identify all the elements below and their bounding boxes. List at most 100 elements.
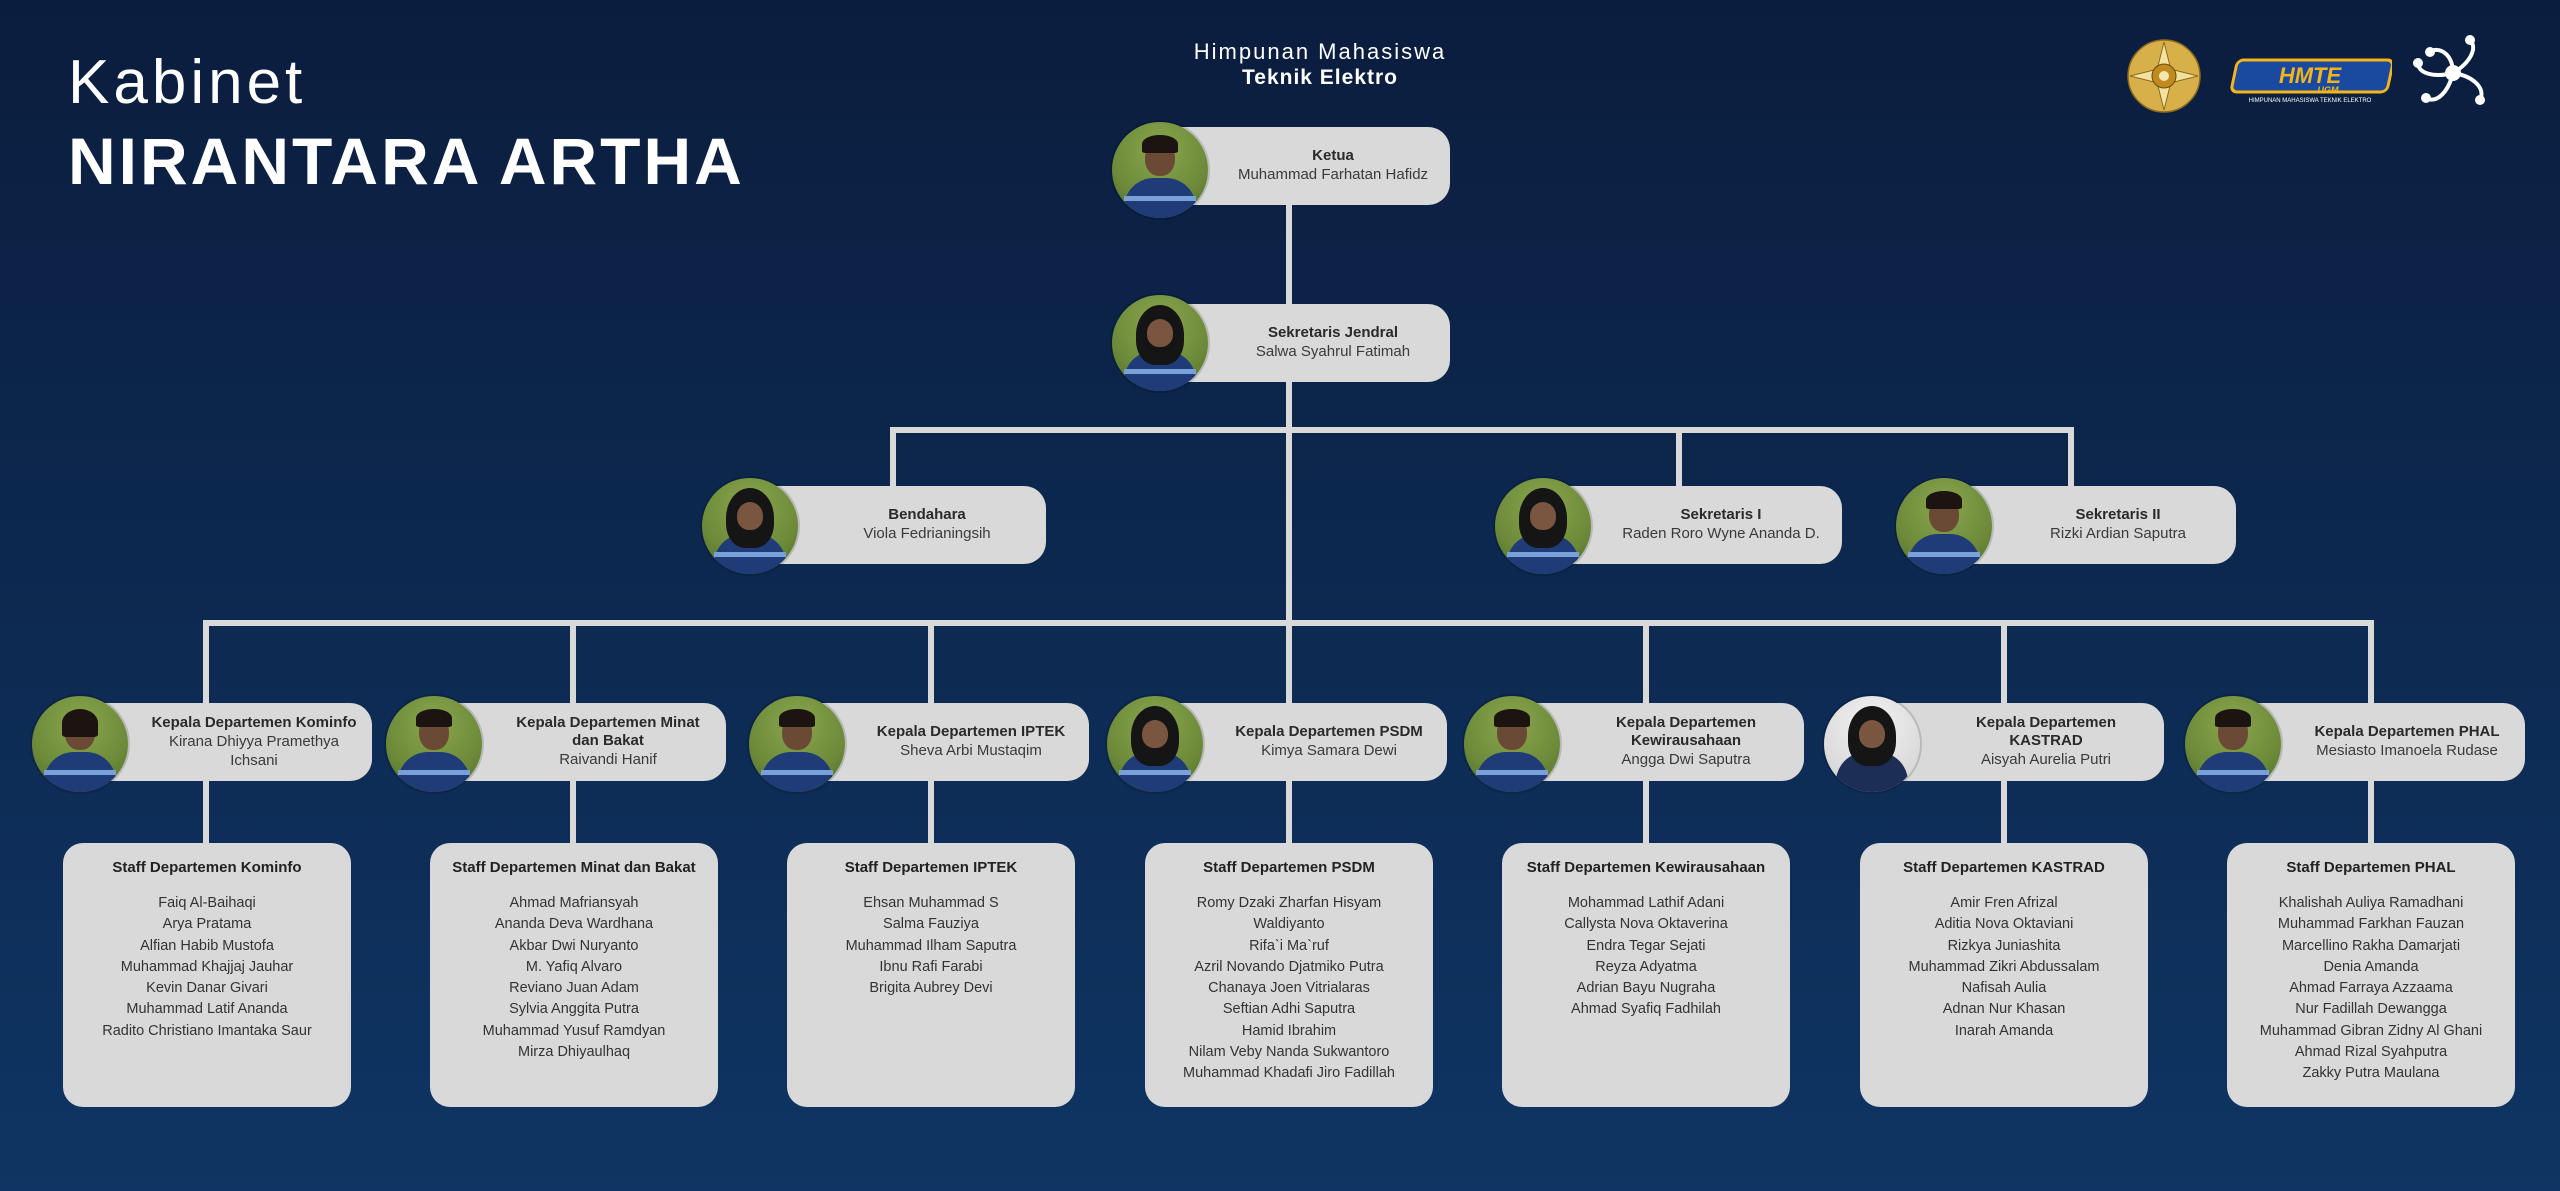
- connector-bendahara: [890, 427, 896, 487]
- staff-member: Denia Amanda: [2323, 958, 2419, 975]
- staff-member: Reviano Juan Adam: [509, 980, 639, 997]
- dept-head-role: Kepala Departemen PHAL: [2314, 723, 2500, 741]
- dept-head-avatar-kewirausahaan: [1464, 696, 1560, 792]
- staff-member: Muhammad Khadafi Jiro Fadillah: [1183, 1065, 1395, 1082]
- dept-head-card-kastrad: Kepala Departemen KASTRAD Aisyah Aurelia…: [1872, 703, 2164, 781]
- staff-card-kominfo: Staff Departemen Kominfo Faiq Al-Baihaqi…: [63, 843, 351, 1107]
- staff-member: Radito Christiano Imantaka Saur: [102, 1022, 312, 1039]
- staff-member: Adrian Bayu Nugraha: [1576, 980, 1716, 997]
- staff-card-kewirausahaan: Staff Departemen Kewirausahaan Mohammad …: [1502, 843, 1790, 1107]
- staff-member: Sylvia Anggita Putra: [509, 1001, 639, 1018]
- dept-head-avatar-psdm: [1107, 696, 1203, 792]
- staff-member: Amir Fren Afrizal: [1950, 895, 2058, 911]
- staff-card-minat-bakat: Staff Departemen Minat dan Bakat Ahmad M…: [430, 843, 718, 1107]
- staff-member: Azril Novando Djatmiko Putra: [1194, 958, 1384, 975]
- dept-head-name: Kimya Samara Dewi: [1261, 742, 1397, 760]
- staff-member: Muhammad Yusuf Ramdyan: [482, 1022, 666, 1039]
- staff-member: Reyza Adyatma: [1595, 958, 1697, 975]
- staff-member: Zakky Putra Maulana: [2302, 1065, 2440, 1082]
- ketua-avatar: [1112, 122, 1208, 218]
- staff-member: Muhammad Khajjaj Jauhar: [120, 958, 294, 975]
- staff-member: Aditia Nova Oktaviani: [1934, 916, 2074, 933]
- staff-member: Waldiyanto: [1253, 916, 1325, 933]
- staff-card-psdm: Staff Departemen PSDM Romy Dzaki Zharfan…: [1145, 843, 1433, 1107]
- staff-member: Mirza Dhiyaulhaq: [517, 1044, 631, 1061]
- staff-title: Staff Departemen Kominfo: [112, 859, 302, 876]
- staff-card-kastrad: Staff Departemen KASTRAD Amir Fren Afriz…: [1860, 843, 2148, 1107]
- staff-member: Muhammad Farkhan Fauzan: [2277, 916, 2465, 933]
- staff-member: Khalishah Auliya Ramadhani: [2278, 895, 2464, 911]
- ketua-role: Ketua: [1312, 147, 1354, 165]
- hmte-logo-text: HMTE: [2279, 63, 2343, 88]
- staff-member: Ahmad Rizal Syahputra: [2294, 1044, 2448, 1061]
- staff-title: Staff Departemen IPTEK: [844, 859, 1018, 876]
- staff-member: Ahmad Syafiq Fadhilah: [1571, 1001, 1721, 1018]
- staff-card-phal: Staff Departemen PHAL Khalishah Auliya R…: [2227, 843, 2515, 1107]
- staff-member: Callysta Nova Oktaverina: [1564, 916, 1728, 933]
- staff-member: Inarah Amanda: [1954, 1022, 2054, 1039]
- sekretaris1-name: Raden Roro Wyne Ananda D.: [1622, 525, 1820, 543]
- sekretaris2-card: Sekretaris II Rizki Ardian Saputra: [1944, 486, 2236, 564]
- sekjen-role: Sekretaris Jendral: [1267, 324, 1399, 342]
- staff-member: Chanaya Joen Vitrialaras: [1208, 980, 1370, 997]
- dept-head-avatar-kominfo: [32, 696, 128, 792]
- bendahara-avatar: [702, 478, 798, 574]
- ketua-card: Ketua Muhammad Farhatan Hafidz: [1160, 127, 1450, 205]
- dept-head-card-minat-bakat: Kepala Departemen Minat dan Bakat Raivan…: [434, 703, 726, 781]
- staff-member: Ahmad Farraya Azzaama: [2289, 980, 2453, 997]
- staff-title: Staff Departemen Kewirausahaan: [1526, 859, 1766, 876]
- staff-member: Ibnu Rafi Farabi: [879, 958, 983, 975]
- staff-member: Adnan Nur Khasan: [1942, 1001, 2066, 1018]
- sekretaris2-role: Sekretaris II: [2075, 506, 2161, 524]
- staff-member: Muhammad Gibran Zidny Al Ghani: [2259, 1022, 2483, 1039]
- dept-head-name: Aisyah Aurelia Putri: [1980, 751, 2112, 769]
- dept-head-avatar-kastrad: [1824, 696, 1920, 792]
- staff-member: Ahmad Mafriansyah: [509, 895, 639, 911]
- dept-head-card-psdm: Kepala Departemen PSDM Kimya Samara Dewi: [1155, 703, 1447, 781]
- staff-member: Rizkya Juniashita: [1947, 937, 2061, 954]
- dept-head-card-kominfo: Kepala Departemen Kominfo Kirana Dhiyya …: [80, 703, 372, 781]
- dept-head-card-kewirausahaan: Kepala Departemen Kewirausahaan Angga Dw…: [1512, 703, 1804, 781]
- staff-title: Staff Departemen PHAL: [2286, 859, 2456, 876]
- dept-head-name: Sheva Arbi Mustaqim: [900, 742, 1042, 760]
- dept-head-card-phal: Kepala Departemen PHAL Mesiasto Imanoela…: [2233, 703, 2525, 781]
- staff-title: Staff Departemen PSDM: [1203, 859, 1375, 876]
- staff-member: Muhammad Zikri Abdussalam: [1908, 958, 2100, 975]
- sekjen-name: Salwa Syahrul Fatimah: [1255, 343, 1411, 361]
- cabinet-logo-icon: [2413, 35, 2485, 105]
- dept-head-name: Mesiasto Imanoela Rudase: [2316, 742, 2498, 760]
- staff-member: Seftian Adhi Saputra: [1222, 1001, 1356, 1018]
- staff-member: Faiq Al-Baihaqi: [158, 895, 256, 911]
- sekretaris1-role: Sekretaris I: [1680, 506, 1762, 524]
- sekjen-card: Sekretaris Jendral Salwa Syahrul Fatimah: [1160, 304, 1450, 382]
- dept-head-role: Kepala Departemen Minat dan Bakat: [516, 714, 700, 750]
- staff-member: Muhammad Ilham Saputra: [845, 937, 1017, 954]
- staff-member: Mohammad Lathif Adani: [1567, 895, 1725, 911]
- dept-head-role: Kepala Departemen KASTRAD: [1975, 714, 2117, 750]
- staff-member: Muhammad Latif Ananda: [126, 1001, 288, 1018]
- bendahara-role: Bendahara: [888, 506, 966, 524]
- staff-member: Nur Fadillah Dewangga: [2295, 1001, 2447, 1018]
- dept-head-role: Kepala Departemen Kominfo: [151, 713, 357, 731]
- dept-head-avatar-minat-bakat: [386, 696, 482, 792]
- cabinet-name: NIRANTARA ARTHA: [68, 124, 745, 198]
- staff-member: Ehsan Muhammad S: [863, 895, 999, 911]
- staff-member: M. Yafiq Alvaro: [525, 958, 623, 975]
- staff-member: Ananda Deva Wardhana: [494, 916, 654, 933]
- staff-member: Romy Dzaki Zharfan Hisyam: [1196, 895, 1382, 911]
- dept-head-role: Kepala Departemen Kewirausahaan: [1615, 714, 1757, 750]
- staff-member: Alfian Habib Mustofa: [140, 937, 274, 954]
- staff-card-iptek: Staff Departemen IPTEK Ehsan Muhammad S …: [787, 843, 1075, 1107]
- sekretaris1-avatar: [1495, 478, 1591, 574]
- bendahara-card: Bendahara Viola Fedrianingsih: [752, 486, 1046, 564]
- ketua-name: Muhammad Farhatan Hafidz: [1237, 166, 1429, 184]
- bendahara-name: Viola Fedrianingsih: [863, 525, 991, 543]
- staff-member: Hamid Ibrahim: [1241, 1022, 1337, 1039]
- sekjen-avatar: [1112, 295, 1208, 391]
- staff-member: Salma Fauziya: [883, 916, 979, 933]
- org-name-line2: Teknik Elektro: [1242, 66, 1398, 89]
- staff-member: Endra Tegar Sejati: [1586, 937, 1706, 954]
- ugm-logo-icon: [2127, 39, 2201, 113]
- staff-member: Akbar Dwi Nuryanto: [509, 937, 639, 954]
- staff-member: Rifa`i Ma`ruf: [1249, 937, 1329, 954]
